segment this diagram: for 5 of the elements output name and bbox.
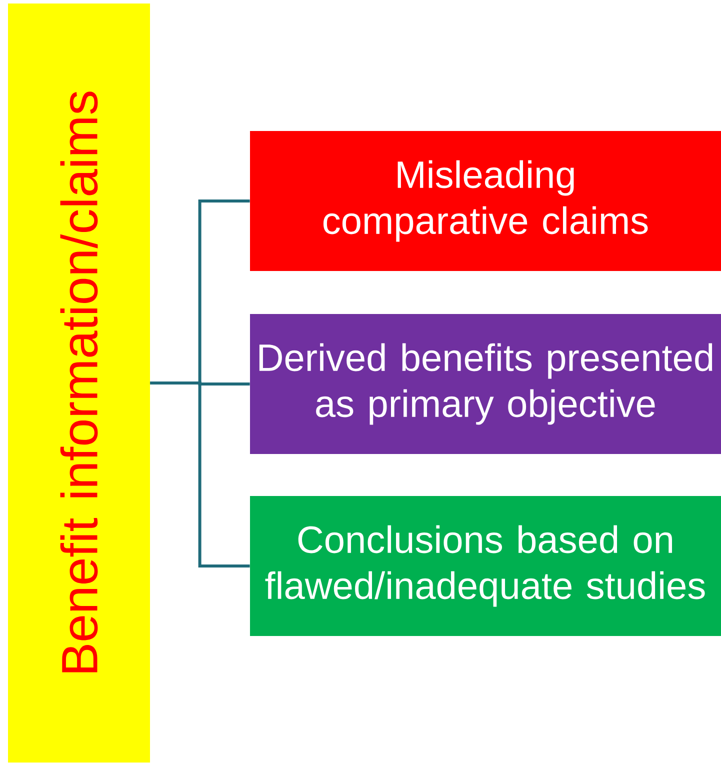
category-box: Misleading comparative claims <box>250 131 721 271</box>
title-band: Benefit information/claims <box>8 4 150 762</box>
category-box: Derived benefits presented as primary objective <box>250 314 721 454</box>
connector-line <box>150 382 250 568</box>
category-box: Conclusions based on flawed/inadequate studies <box>250 496 721 636</box>
